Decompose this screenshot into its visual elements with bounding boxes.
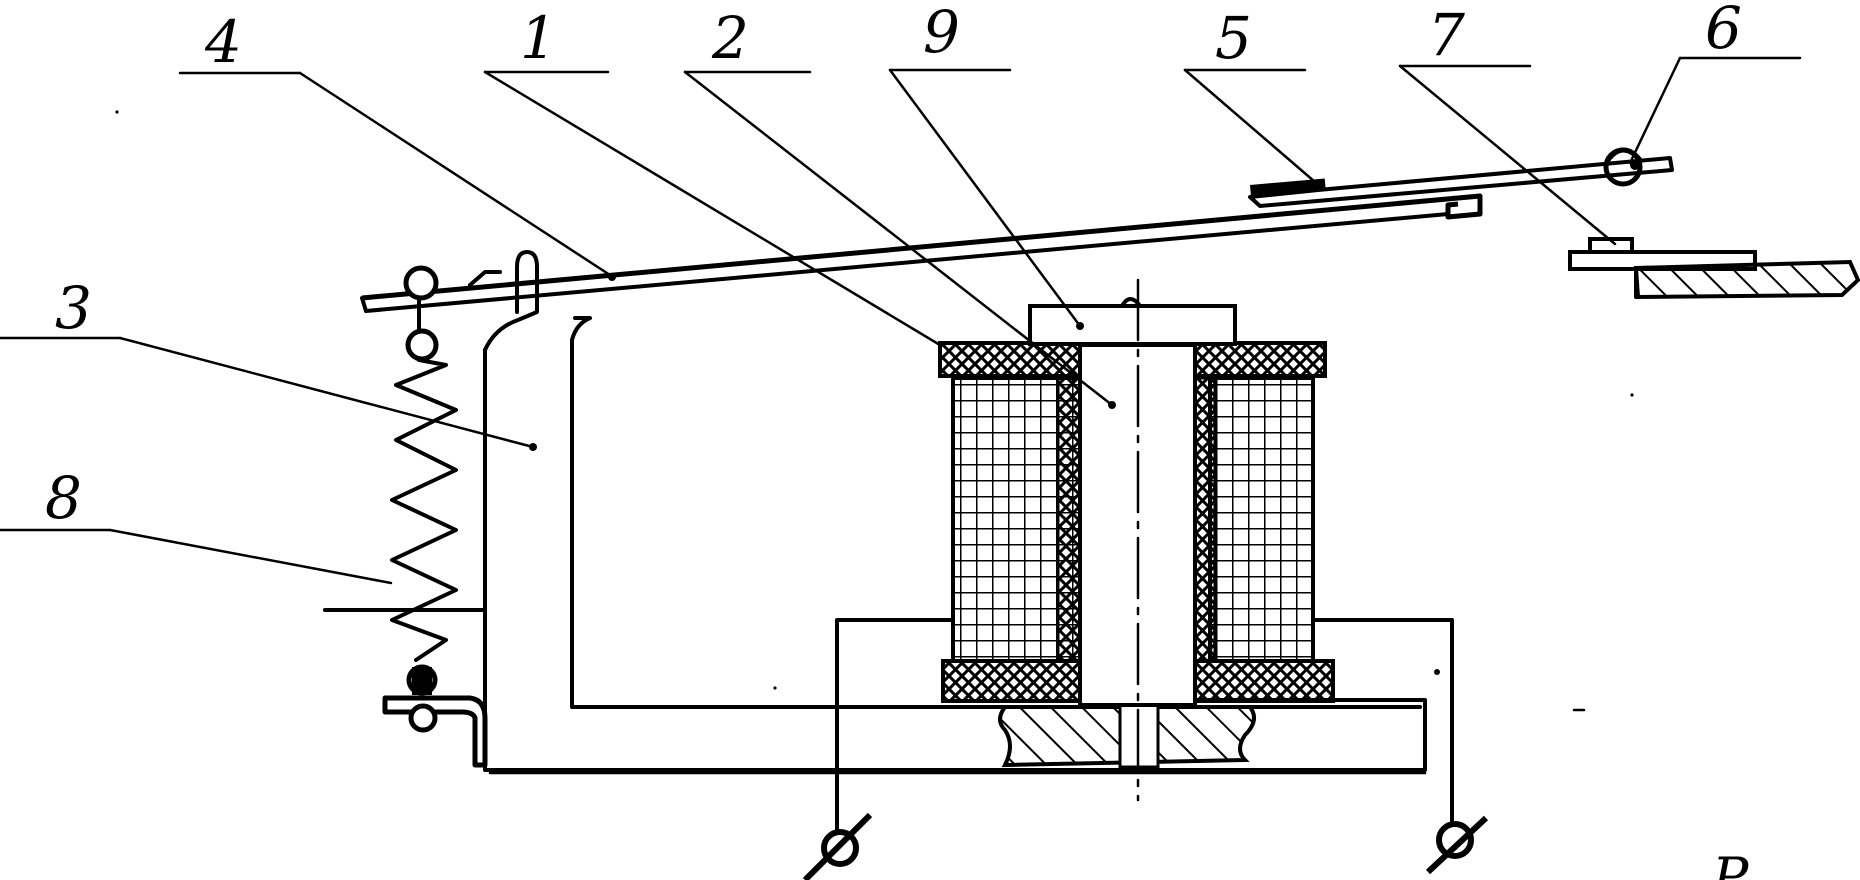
armature [360,193,1483,313]
label-5: 5 [1215,4,1252,72]
base-section [998,703,1256,769]
label-3: 3 [55,274,92,342]
label-1: 1 [520,4,557,72]
leader-lines [0,56,1802,585]
corner-text: Р [1711,846,1750,880]
terminals [802,618,1489,880]
core [1028,278,1237,802]
label-8: 8 [45,464,82,532]
label-7: 7 [1428,1,1465,69]
spring [382,265,488,768]
fixed-contact [1568,237,1860,300]
label-9: 9 [923,0,960,66]
label-2: 2 [711,4,749,72]
label-6: 6 [1705,0,1742,62]
moving-contact [1248,147,1674,208]
stray-marks [115,110,1634,712]
labels: 4 1 2 9 5 7 6 3 8 Р [45,0,1750,880]
label-4: 4 [204,8,242,76]
coil [938,341,1335,703]
